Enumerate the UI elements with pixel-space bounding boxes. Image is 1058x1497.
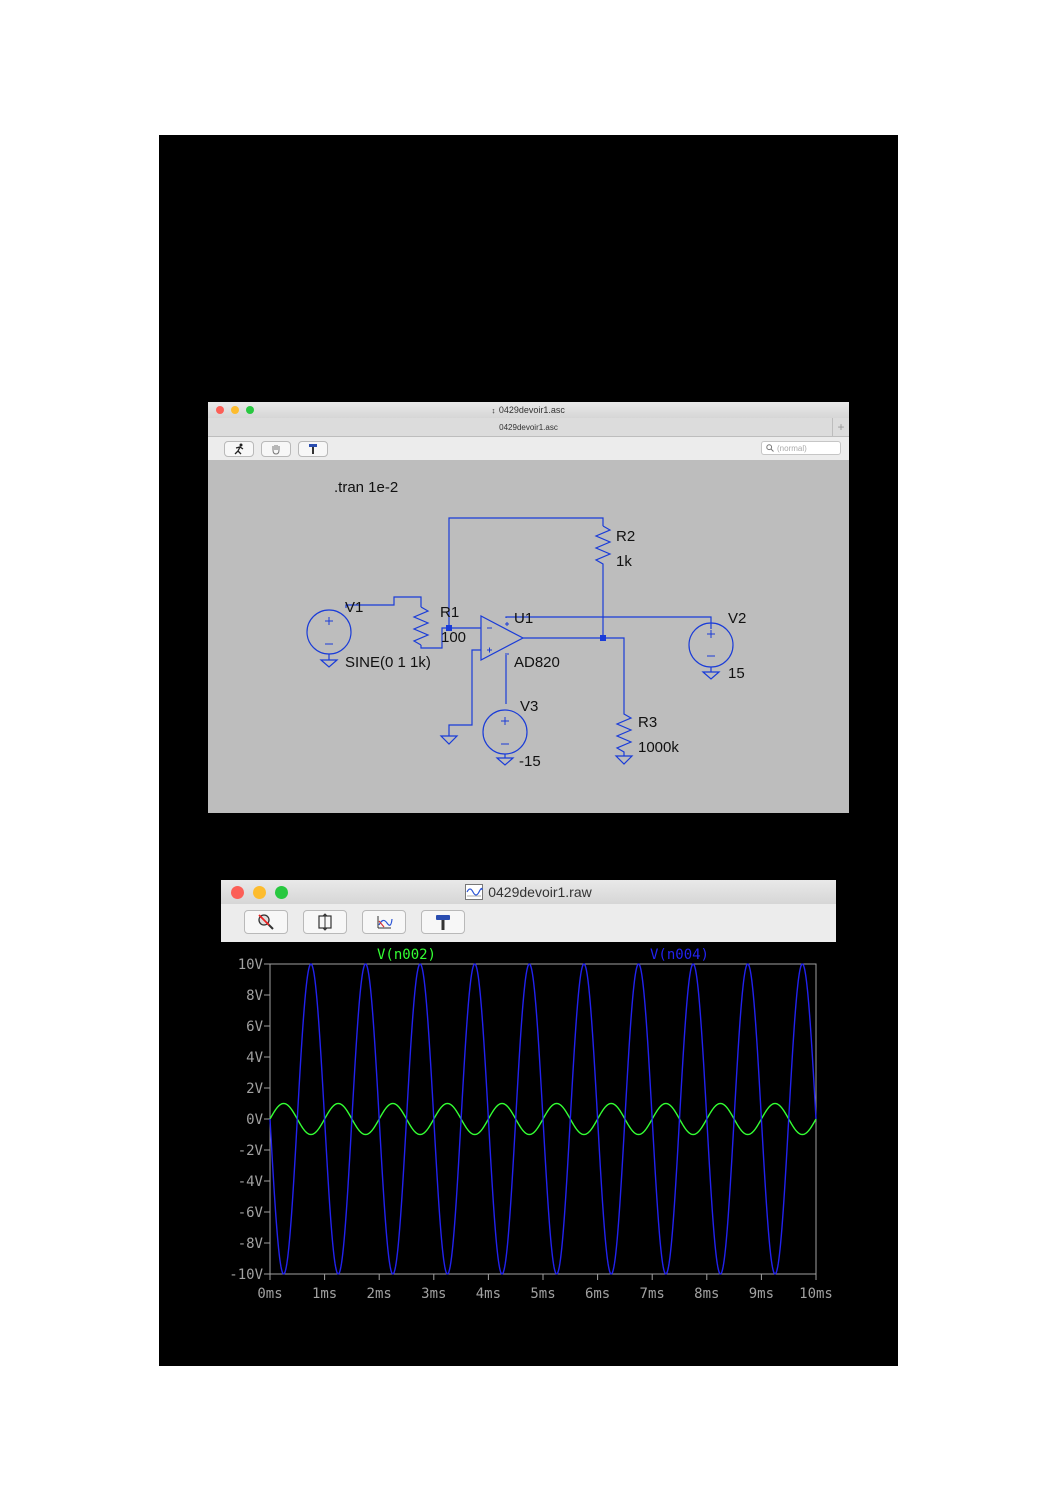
new-tab-button[interactable]: + bbox=[832, 418, 849, 436]
waveform-file-icon bbox=[465, 884, 484, 900]
hammer-icon bbox=[436, 915, 450, 930]
close-button[interactable] bbox=[231, 885, 244, 899]
zoom-cancel-button[interactable] bbox=[244, 910, 288, 934]
v2-source bbox=[688, 622, 734, 668]
schematic-drawing: .tran 1e-2 R2 1k V1 SINE(0 1 1k) R1 100 … bbox=[306, 479, 746, 770]
r1-name: R1 bbox=[440, 604, 459, 621]
waveform-window-title: 0429devoir1.raw bbox=[488, 884, 592, 900]
search-placeholder: (normal) bbox=[777, 443, 807, 453]
waveform-titlebar: 0429devoir1.raw bbox=[221, 880, 836, 904]
schematic-file-icon: ⨟ bbox=[492, 404, 495, 415]
v3-name: V3 bbox=[520, 698, 538, 715]
schematic-window: ⨟ 0429devoir1.asc 0429devoir1.asc + bbox=[208, 402, 849, 813]
v3-value: -15 bbox=[519, 753, 541, 770]
u1-name: U1 bbox=[514, 610, 533, 627]
y-tick-label: 10V bbox=[238, 957, 264, 973]
u1-value: AD820 bbox=[514, 654, 560, 671]
x-tick-label: 7ms bbox=[640, 1286, 665, 1302]
schematic-window-title: 0429devoir1.asc bbox=[498, 405, 565, 415]
pick-traces-button[interactable] bbox=[362, 910, 406, 934]
ground bbox=[439, 735, 459, 745]
legend-label: V(n002) bbox=[377, 947, 436, 963]
x-tick-label: 8ms bbox=[694, 1286, 719, 1302]
r3-value: 1000k bbox=[638, 739, 679, 756]
y-tick-label: -2V bbox=[238, 1143, 264, 1159]
traces-icon bbox=[377, 916, 393, 929]
x-tick-label: 6ms bbox=[585, 1286, 610, 1302]
waveform-plot[interactable]: 10V 8V 6V 4V 2V 0V -2V -4V -6V -8V -10V 0ms 1ms 2ms 3m… bbox=[219, 941, 839, 1311]
x-tick-label: 0ms bbox=[257, 1286, 282, 1302]
maximize-button[interactable] bbox=[275, 885, 288, 899]
search-input[interactable]: (normal) bbox=[761, 441, 841, 455]
y-tick-label: -6V bbox=[238, 1205, 264, 1221]
v1-source bbox=[306, 609, 352, 655]
y-tick-label: 6V bbox=[246, 1019, 263, 1035]
x-tick-label: 2ms bbox=[367, 1286, 392, 1302]
x-tick-label: 5ms bbox=[530, 1286, 555, 1302]
x-tick-label: 3ms bbox=[421, 1286, 446, 1302]
tab-schematic[interactable]: 0429devoir1.asc bbox=[499, 422, 558, 432]
series-line-V(n004) bbox=[269, 963, 817, 1275]
x-tick-label: 1ms bbox=[312, 1286, 337, 1302]
minimize-button[interactable] bbox=[253, 885, 266, 899]
schematic-toolbar: (normal) bbox=[208, 437, 849, 461]
wire bbox=[448, 649, 481, 736]
x-tick-label: 10ms bbox=[799, 1286, 833, 1302]
hand-icon bbox=[272, 445, 280, 455]
window-controls bbox=[231, 885, 288, 899]
r2-value: 1k bbox=[616, 553, 632, 570]
wire bbox=[523, 637, 625, 660]
junction bbox=[600, 635, 606, 641]
y-tick-label: 2V bbox=[246, 1081, 263, 1097]
search-icon bbox=[766, 444, 774, 452]
v2-value: 15 bbox=[728, 665, 745, 682]
y-tick-label: -4V bbox=[238, 1174, 264, 1190]
schematic-canvas[interactable]: .tran 1e-2 R2 1k V1 SINE(0 1 1k) R1 100 … bbox=[208, 460, 849, 813]
pan-button[interactable] bbox=[261, 441, 291, 457]
wire bbox=[420, 627, 449, 649]
ground bbox=[614, 755, 634, 765]
minimize-button[interactable] bbox=[231, 406, 239, 414]
r2-resistor bbox=[594, 525, 612, 568]
tran-directive: .tran 1e-2 bbox=[334, 479, 398, 496]
x-tick-label: 9ms bbox=[749, 1286, 774, 1302]
waveform-toolbar bbox=[221, 904, 836, 941]
close-button[interactable] bbox=[216, 406, 224, 414]
y-tick-label: 0V bbox=[246, 1112, 263, 1128]
v1-name: V1 bbox=[345, 599, 363, 616]
legend-label: V(n004) bbox=[650, 947, 709, 963]
y-tick-label: 8V bbox=[246, 988, 263, 1004]
page-background: ⨟ 0429devoir1.asc 0429devoir1.asc + bbox=[159, 135, 898, 1366]
x-tick-label: 4ms bbox=[476, 1286, 501, 1302]
wire bbox=[505, 616, 712, 629]
hammer-button[interactable] bbox=[298, 441, 328, 457]
y-tick-label: -8V bbox=[238, 1236, 264, 1252]
r1-value: 100 bbox=[441, 629, 466, 646]
v1-value: SINE(0 1 1k) bbox=[345, 654, 431, 671]
run-button[interactable] bbox=[224, 441, 254, 457]
wire bbox=[448, 517, 604, 628]
r3-name: R3 bbox=[638, 714, 657, 731]
opamp-u1 bbox=[480, 615, 525, 661]
junction bbox=[446, 625, 452, 631]
v2-name: V2 bbox=[728, 610, 746, 627]
r1-resistor bbox=[412, 606, 430, 646]
y-tick-label: 4V bbox=[246, 1050, 263, 1066]
hammer-icon bbox=[309, 444, 317, 454]
run-icon bbox=[234, 443, 244, 455]
window-controls bbox=[216, 406, 254, 414]
y-tick-label: -10V bbox=[229, 1267, 263, 1283]
zoom-cancel-icon bbox=[258, 914, 274, 930]
r2-name: R2 bbox=[616, 528, 635, 545]
v3-source bbox=[482, 709, 528, 755]
autorange-icon bbox=[318, 913, 332, 931]
settings-button[interactable] bbox=[421, 910, 465, 934]
r3-resistor bbox=[615, 660, 633, 756]
schematic-titlebar: ⨟ 0429devoir1.asc bbox=[208, 402, 849, 418]
waveform-window: 0429devoir1.raw bbox=[221, 880, 836, 942]
autorange-button[interactable] bbox=[303, 910, 347, 934]
maximize-button[interactable] bbox=[246, 406, 254, 414]
tab-bar: 0429devoir1.asc + bbox=[208, 418, 849, 437]
wire bbox=[345, 596, 422, 608]
